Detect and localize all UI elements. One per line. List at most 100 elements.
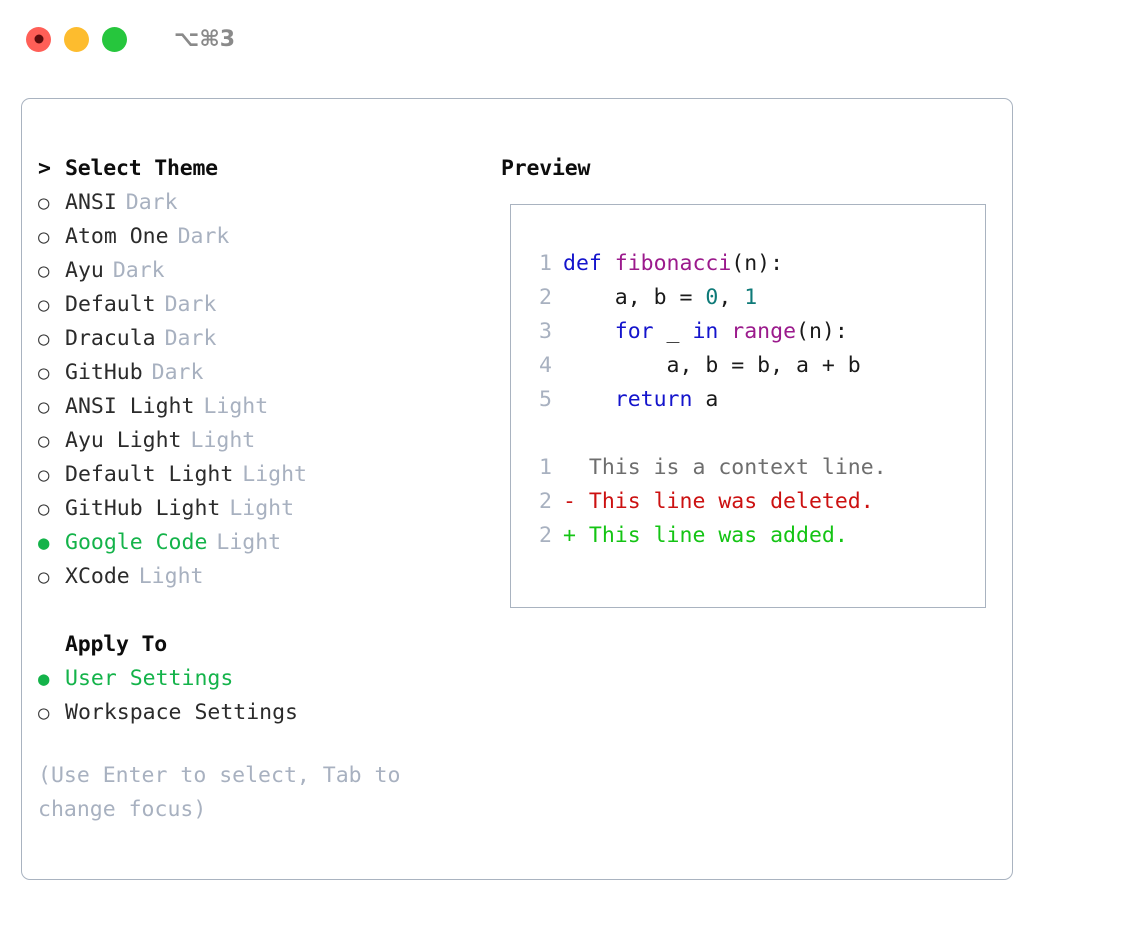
theme-option-label: Ayu [65, 258, 104, 283]
code-text: + This line was added. [563, 519, 848, 553]
theme-list-title: Select Theme [65, 156, 218, 181]
apply-to-option-workspace-settings[interactable]: ○Workspace Settings [38, 696, 468, 730]
code-text: a, b = 0, 1 [563, 281, 757, 315]
radio-unselected-icon: ○ [38, 192, 50, 214]
theme-option-label: GitHub Light [65, 496, 221, 521]
theme-variant-badge: Dark [125, 190, 178, 215]
apply-to-section: Apply To ●User Settings○Workspace Settin… [38, 628, 468, 730]
theme-option-label: XCode [65, 564, 130, 589]
theme-variant-badge: Dark [164, 326, 217, 351]
token-txt: a, b = [563, 285, 706, 310]
theme-variant-badge: Light [229, 496, 295, 521]
apply-to-title: Apply To [65, 632, 167, 657]
token-txt: _ [653, 319, 693, 344]
zoom-button[interactable] [102, 26, 127, 52]
token-txt: , [718, 285, 745, 310]
apply-to-option-list: ●User Settings○Workspace Settings [38, 662, 468, 730]
radio-selected-icon: ● [38, 532, 50, 554]
apply-to-heading: Apply To [38, 628, 468, 662]
token-ctx: This is a context line. [563, 455, 887, 480]
radio-unselected-icon: ○ [38, 396, 50, 418]
radio-unselected-icon: ○ [38, 294, 50, 316]
theme-option-xcode[interactable]: ○ XCode Light [38, 560, 468, 594]
theme-option-dracula[interactable]: ○ Dracula Dark [38, 322, 468, 356]
token-add: + This line was added. [563, 523, 848, 548]
token-fn: range [731, 319, 797, 344]
radio-unselected-icon: ○ [38, 362, 50, 384]
code-line: 5 return a [522, 383, 979, 417]
code-text: return a [563, 383, 719, 417]
theme-option-label: Ayu Light [65, 428, 182, 453]
keyboard-shortcut-label: ⌥⌘3 [174, 26, 236, 52]
radio-selected-icon: ● [38, 668, 50, 690]
theme-variant-badge: Dark [164, 292, 217, 317]
title-bar: ⌥⌘3 [0, 0, 1140, 78]
radio-unselected-icon: ○ [38, 328, 50, 350]
token-kw: for [563, 319, 654, 344]
section-spacer [38, 594, 468, 628]
token-txt: a [692, 387, 719, 412]
code-blank-line [522, 417, 979, 451]
theme-option-label: Dracula [65, 326, 156, 351]
radio-unselected-icon: ○ [38, 702, 50, 724]
theme-variant-badge: Dark [112, 258, 165, 283]
token-txt [718, 319, 731, 344]
line-number: 5 [539, 387, 552, 412]
code-text: a, b = b, a + b [563, 349, 861, 383]
radio-unselected-icon: ○ [38, 566, 50, 588]
token-kw: def [563, 251, 615, 276]
caret-icon: > [38, 156, 51, 181]
spacer-marker [38, 628, 65, 662]
token-kw: in [692, 319, 719, 344]
theme-variant-badge: Light [138, 564, 204, 589]
token-kw: return [563, 387, 693, 412]
line-number: 2 [539, 523, 552, 548]
theme-option-ayu[interactable]: ○ Ayu Dark [38, 254, 468, 288]
minimize-button[interactable] [64, 26, 89, 52]
line-number: 3 [539, 319, 552, 344]
token-num: 1 [744, 285, 758, 310]
radio-unselected-icon: ○ [38, 498, 50, 520]
theme-list-heading: > Select Theme [38, 152, 468, 186]
line-number: 1 [539, 455, 552, 480]
code-text: def fibonacci(n): [563, 247, 783, 281]
code-text: This is a context line. [563, 451, 887, 485]
theme-option-label: GitHub [65, 360, 143, 385]
token-txt: a, b = b, a + b [563, 353, 861, 378]
code-line: 2 a, b = 0, 1 [522, 281, 979, 315]
theme-variant-badge: Light [190, 428, 256, 453]
diff-line: 1 This is a context line. [522, 451, 979, 485]
theme-option-label: Atom One [65, 224, 169, 249]
line-number: 4 [539, 353, 552, 378]
apply-to-option-user-settings[interactable]: ●User Settings [38, 662, 468, 696]
code-line: 4 a, b = b, a + b [522, 349, 979, 383]
line-number: 2 [539, 489, 552, 514]
diff-line: 2 + This line was added. [522, 519, 979, 553]
diff-line: 2 - This line was deleted. [522, 485, 979, 519]
radio-unselected-icon: ○ [38, 226, 50, 248]
theme-variant-badge: Light [216, 530, 282, 555]
keyboard-hint: (Use Enter to select, Tab to change focu… [38, 763, 414, 822]
radio-unselected-icon: ○ [38, 260, 50, 282]
code-text: - This line was deleted. [563, 485, 874, 519]
code-text: for _ in range(n): [563, 315, 848, 349]
close-button[interactable] [26, 26, 51, 52]
line-number: 2 [539, 285, 552, 310]
theme-option-github-light[interactable]: ○ GitHub Light Light [38, 492, 468, 526]
